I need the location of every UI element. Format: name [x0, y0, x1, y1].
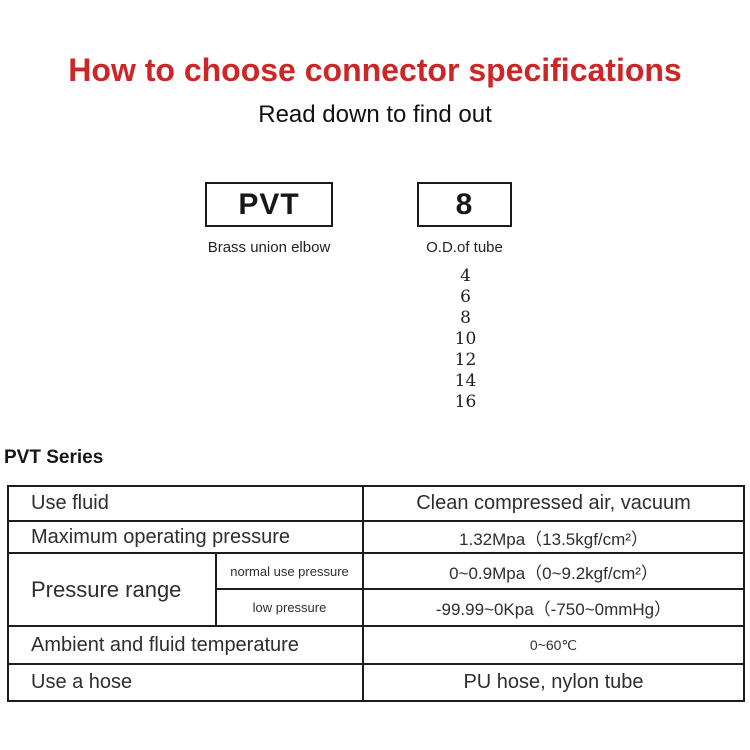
row-value: -99.99~0Kpa（-750~0mmHg）: [362, 588, 745, 627]
row-sublabel: normal use pressure: [215, 552, 364, 590]
row-value: PU hose, nylon tube: [362, 663, 745, 702]
row-label: Use fluid: [7, 485, 364, 522]
row-label: Ambient and fluid temperature: [7, 625, 364, 665]
spec-table: Use fluid Clean compressed air, vacuum M…: [7, 485, 745, 702]
tube-size-item: 10: [454, 329, 477, 349]
row-label: Maximum operating pressure: [7, 520, 364, 554]
row-value: 0~60℃: [362, 625, 745, 665]
page-subtitle: Read down to find out: [258, 101, 492, 128]
tube-size-item: 6: [460, 287, 471, 307]
row-value: Clean compressed air, vacuum: [362, 485, 745, 522]
model-code-caption: Brass union elbow: [207, 239, 331, 256]
tube-size-caption: O.D.of tube: [426, 239, 503, 256]
table-row: Maximum operating pressure 1.32Mpa（13.5k…: [7, 520, 745, 554]
tube-size-value: 8: [455, 187, 474, 221]
series-heading: PVT Series: [4, 447, 104, 468]
model-code-label: PVT: [238, 187, 300, 221]
tube-size-list: 4 6 8 10 12 14 16: [428, 266, 503, 413]
table-row: Use fluid Clean compressed air, vacuum: [7, 485, 745, 522]
tube-size-item: 12: [454, 350, 477, 370]
table-row: low pressure -99.99~0Kpa（-750~0mmHg）: [8, 588, 745, 627]
row-label: Use a hose: [7, 663, 364, 702]
row-label: Pressure range: [7, 552, 217, 627]
table-row: Ambient and fluid temperature 0~60℃: [7, 625, 745, 665]
tube-size-item: 16: [454, 392, 477, 412]
tube-size-item: 8: [460, 308, 471, 328]
row-value: 0~0.9Mpa（0~9.2kgf/cm²）: [362, 552, 745, 590]
page-title: How to choose connector specifications: [68, 52, 682, 88]
table-row: Pressure range normal use pressure 0~0.9…: [7, 552, 745, 627]
model-code-box: PVT: [205, 182, 333, 227]
table-row: Use a hose PU hose, nylon tube: [7, 663, 745, 702]
tube-size-item: 4: [460, 266, 471, 286]
tube-size-item: 14: [454, 371, 477, 391]
row-sublabel: low pressure: [215, 588, 364, 627]
tube-size-box: 8: [417, 182, 512, 227]
row-value: 1.32Mpa（13.5kgf/cm²）: [362, 520, 745, 554]
